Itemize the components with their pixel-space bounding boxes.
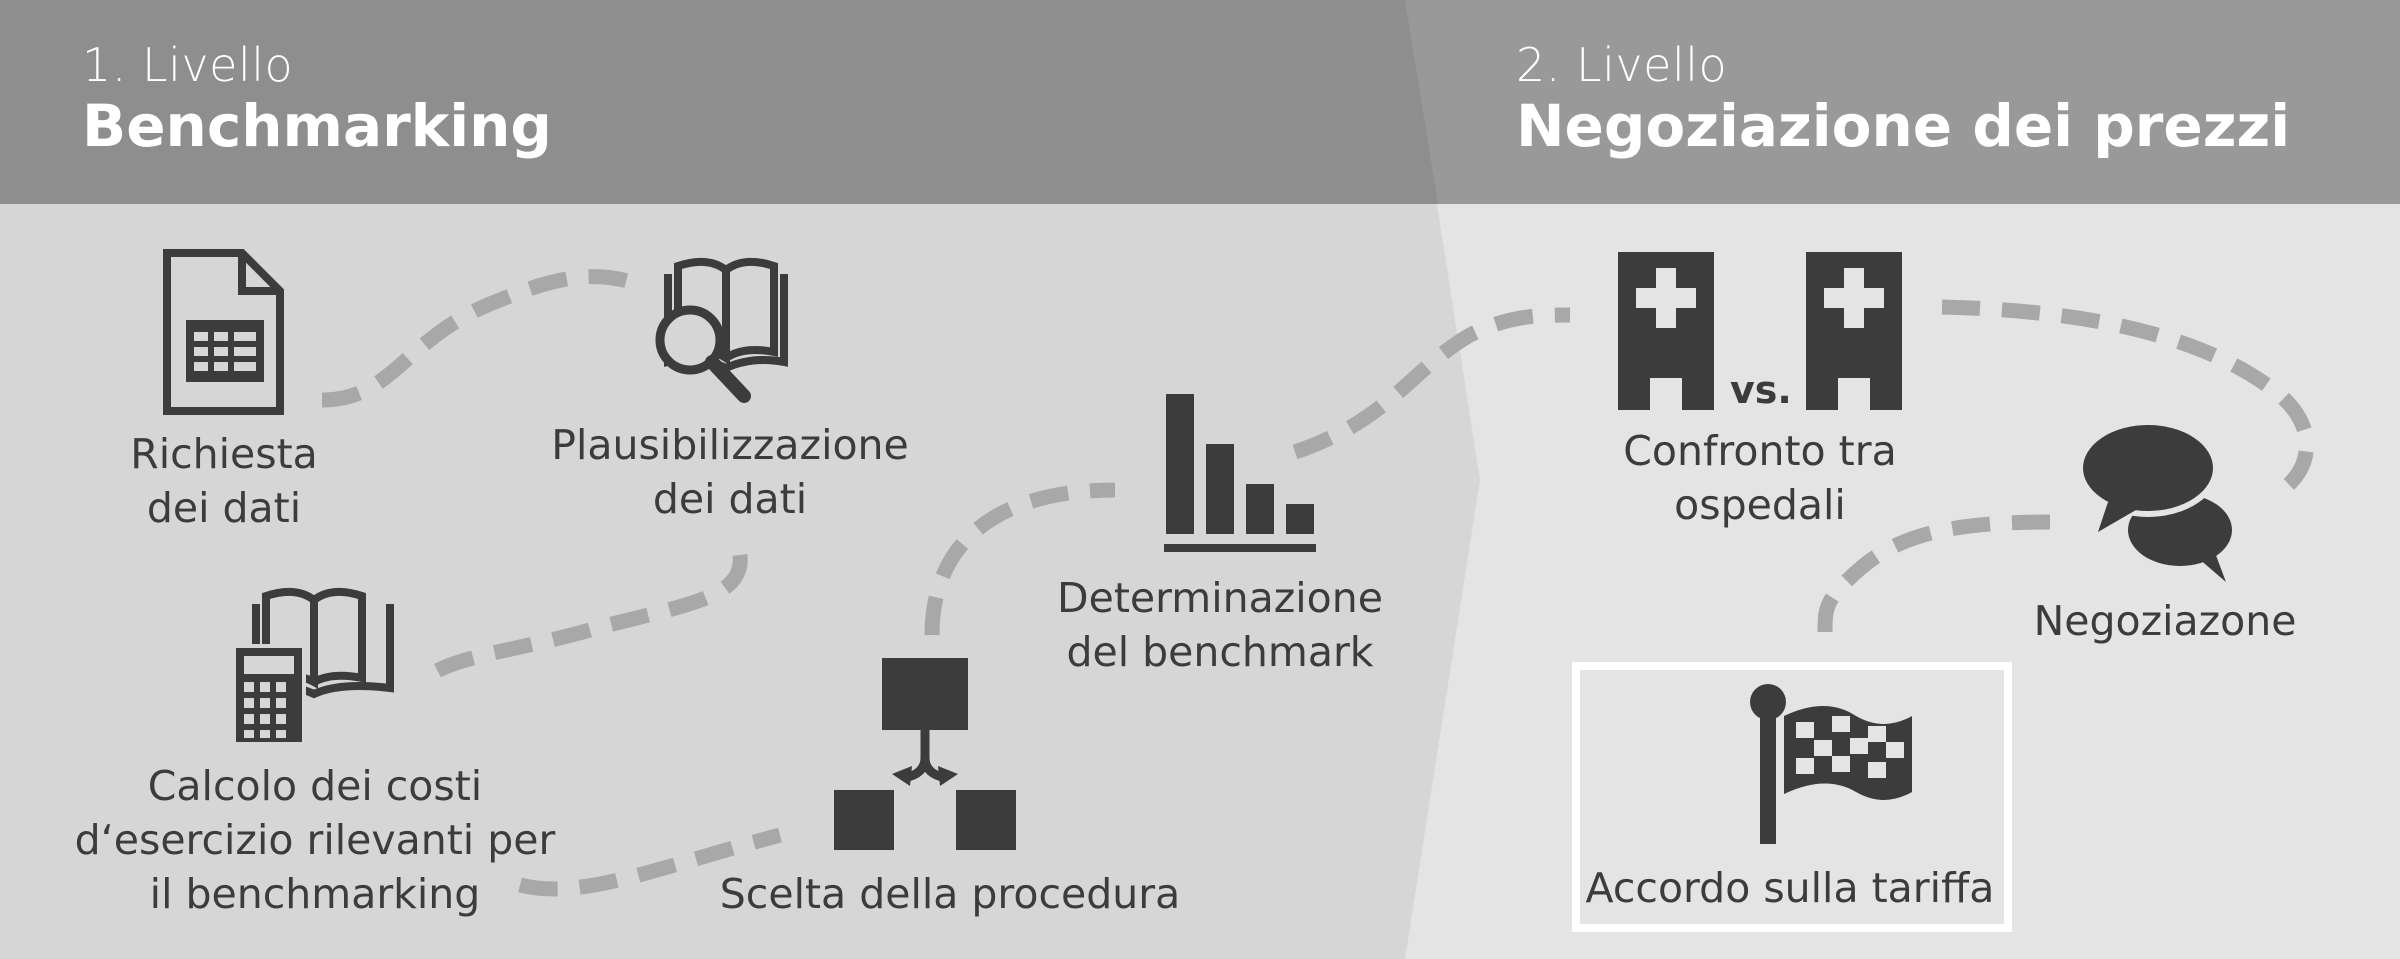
path-confronto-negoziazione — [1941, 299, 2314, 497]
path-determinazione-confronto — [1292, 307, 1571, 460]
hospital-icon — [1618, 252, 1714, 410]
accordo-highlight-box — [1572, 662, 2012, 932]
path-calcolo-scelta — [518, 827, 782, 897]
step-scelta-line1: Scelta della procedura — [719, 870, 1181, 918]
hospital-icon — [1806, 252, 1902, 410]
level2-header: 2. Livello Negoziazione dei prezzi — [1516, 38, 2290, 160]
step-accordo-label: Accordo sulla tariffa — [1585, 861, 1995, 915]
step-calcolo-line3: il benchmarking — [149, 870, 481, 918]
speech-bubbles-icon — [2078, 419, 2232, 582]
step-calcolo-line1: Calcolo dei costi — [147, 762, 483, 810]
path-richiesta-plausibilizzazione — [321, 269, 643, 408]
step-scelta-label: Scelta della procedura — [700, 867, 1200, 921]
path-negoziazione-accordo — [1817, 514, 2051, 633]
flowchart-icon — [834, 658, 1016, 850]
step-determinazione-line1: Determinazione — [1057, 574, 1383, 622]
step-accordo-line1: Accordo sulla tariffa — [1585, 864, 1995, 912]
level1-header: 1. Livello Benchmarking — [82, 38, 552, 160]
step-richiesta-line2: dei dati — [146, 484, 302, 532]
step-plausibilizzazione-line1: Plausibilizzazione — [551, 421, 909, 469]
level2-number: 2. Livello — [1516, 38, 1728, 92]
header-right-band — [1405, 0, 2400, 204]
step-confronto-line2: ospedali — [1674, 481, 1846, 529]
step-negoziazione-label: Negoziazone — [2010, 594, 2320, 648]
step-negoziazione-line1: Negoziazone — [2033, 597, 2297, 645]
vs-label: vs. — [1730, 368, 1792, 412]
step-plausibilizzazione-label: Plausibilizzazione dei dati — [540, 418, 920, 526]
level1-title: Benchmarking — [82, 92, 552, 160]
book-magnifier-icon — [655, 257, 788, 403]
path-plausibilizzazione-calcolo — [425, 554, 748, 682]
spreadsheet-document-icon — [163, 249, 284, 415]
step-confronto-line1: Confronto tra — [1623, 427, 1897, 475]
calculator-book-icon — [232, 587, 394, 746]
flow-path — [321, 269, 2314, 897]
bar-chart-icon — [1164, 394, 1316, 552]
panel-right — [1405, 0, 2400, 959]
step-richiesta-label: Richiesta dei dati — [124, 427, 324, 535]
step-calcolo-label: Calcolo dei costi d‘esercizio rilevanti … — [70, 759, 560, 921]
step-determinazione-label: Determinazione del benchmark — [1020, 571, 1420, 679]
path-scelta-determinazione — [924, 482, 1116, 636]
step-confronto-label: Confronto tra ospedali — [1560, 424, 1960, 532]
level1-number: 1. Livello — [82, 38, 294, 92]
step-plausibilizzazione-line2: dei dati — [652, 475, 808, 523]
step-richiesta-line1: Richiesta — [130, 430, 318, 478]
step-determinazione-line2: del benchmark — [1066, 628, 1374, 676]
checkered-flag-icon — [1750, 684, 1912, 844]
step-calcolo-line2: d‘esercizio rilevanti per — [74, 816, 556, 864]
level2-title: Negoziazione dei prezzi — [1516, 92, 2291, 160]
